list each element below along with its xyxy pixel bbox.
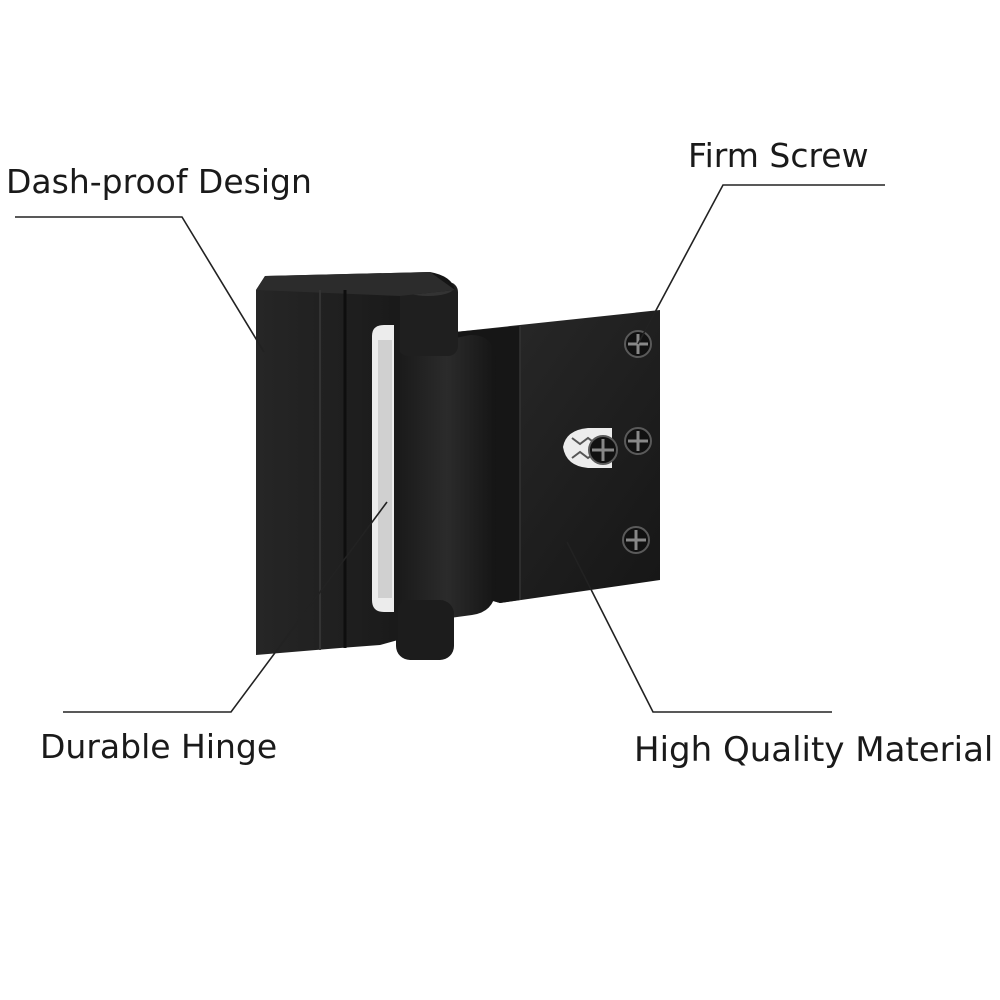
leader-line-high-quality [566, 541, 832, 713]
lock-body [256, 272, 455, 655]
leader-line-dash-proof [15, 216, 265, 353]
leader-line-durable-hinge [63, 501, 388, 713]
callout-high-quality-material: High Quality Material [634, 730, 994, 770]
callout-firm-screw: Firm Screw [688, 136, 869, 175]
callout-dash-proof-design: Dash-proof Design [6, 162, 312, 201]
screw-icon [622, 526, 650, 554]
hinge-bar [396, 280, 496, 660]
screw-icon [588, 435, 618, 465]
leader-line-firm-screw [637, 184, 885, 345]
screw-icon [624, 427, 652, 455]
callout-durable-hinge: Durable Hinge [40, 727, 278, 766]
